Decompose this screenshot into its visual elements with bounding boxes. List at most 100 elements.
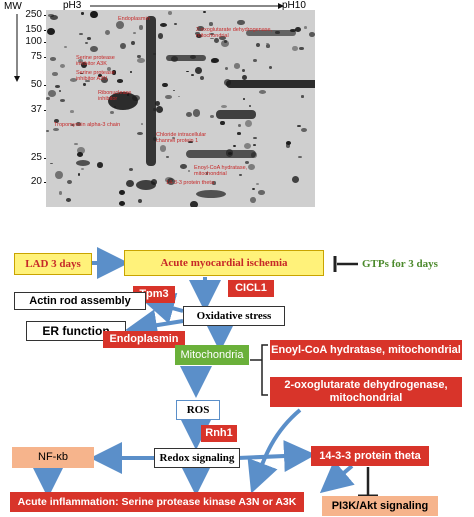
gel-spot [112, 70, 117, 75]
gel-spot [266, 44, 271, 48]
gel-spot [152, 136, 158, 142]
ph-arrow [90, 3, 284, 9]
gel-spot [80, 72, 83, 75]
gel-spot [242, 98, 245, 100]
ph-right-label: pH10 [282, 0, 306, 11]
gel-spot-label: Chloride intracellular channel protein 1 [156, 132, 207, 144]
gel-spot [66, 179, 72, 184]
er-box: ER function [26, 321, 126, 341]
gel-spot [165, 176, 173, 183]
gel-spot [126, 93, 130, 96]
gel-spot [275, 30, 281, 35]
gel-spot [46, 130, 50, 133]
gel-spot [50, 162, 53, 165]
gel-spot [239, 174, 242, 176]
gel-spot [152, 108, 157, 111]
gel-spot [97, 74, 103, 78]
gel-spot [138, 25, 143, 30]
gel-spot [97, 162, 104, 168]
gel-spot [83, 82, 86, 86]
gel-spot [80, 62, 88, 69]
gel-spot [268, 66, 272, 70]
gel-spot [202, 10, 207, 13]
mw-tick-label: 37 [30, 104, 42, 115]
gel-spot [137, 57, 145, 63]
gel-spot [172, 90, 176, 92]
gel-spot [90, 10, 98, 18]
mw-tick-label: 20 [30, 176, 42, 187]
ros-box: ROS [176, 400, 220, 420]
mw-axis-label: MW [4, 1, 22, 12]
gel-spot [257, 189, 266, 195]
gel-spot [65, 197, 71, 202]
gel-spot-label: 14-3-3 protein theta [166, 180, 215, 186]
gel-spot [77, 58, 84, 64]
ischemia-box: Acute myocardial ischemia [124, 250, 324, 276]
pathway-arrows [32, 247, 378, 498]
gel-spot [153, 53, 156, 55]
gel-spot [289, 28, 296, 33]
gel-spot-label: Serine protease inhibitor A3K [76, 55, 115, 67]
gel-spot [224, 78, 232, 86]
gel-spot [173, 22, 178, 25]
gel-spot [90, 45, 98, 52]
gel-spot [131, 40, 136, 46]
gel-spot [101, 76, 108, 83]
lad-box: LAD 3 days [14, 253, 92, 275]
gel-spot [245, 120, 253, 128]
mw-tick-label: 75 [30, 51, 42, 62]
gel-spot [81, 167, 85, 171]
gel-spot [291, 176, 300, 184]
gel-spot [132, 94, 140, 101]
gel-spot [54, 170, 63, 179]
gel-spot [49, 14, 58, 20]
gel-spot-label: Enoyl-CoA hydratase, mitochondrial [194, 165, 248, 177]
gel-spot [233, 144, 237, 148]
gel-spot [46, 96, 50, 101]
gel-spot [172, 136, 176, 139]
gel-spot-label: Serine protease inhibitor A3N [76, 70, 115, 82]
gel-spot [157, 33, 163, 39]
gel-spot [249, 105, 252, 107]
gel-spot [224, 67, 228, 71]
gel-spot [114, 105, 117, 108]
gel-spot [118, 200, 125, 206]
gel-spot [159, 22, 168, 28]
gel-spot [192, 109, 201, 117]
gel-spot [294, 27, 301, 33]
mw-tick-label: 25 [30, 152, 42, 163]
theta-label: 14-3-3 protein theta [311, 446, 429, 466]
gel-spot [159, 145, 167, 152]
gel-spot [59, 191, 63, 195]
gel-spot [170, 55, 179, 62]
gel-spot [212, 181, 216, 185]
gel-spot [292, 45, 299, 52]
gel-spot [194, 32, 200, 36]
gel-spot [126, 180, 135, 188]
gel-spot [187, 140, 193, 144]
gel-spot [76, 152, 83, 157]
gel-spot [165, 94, 173, 100]
gel-spot [300, 95, 305, 98]
gel-spot [185, 70, 190, 73]
gel-spot [59, 63, 65, 68]
gel-spot [221, 104, 227, 108]
gel-spot [48, 90, 56, 97]
gel-spot [185, 111, 193, 118]
gel-spot [52, 72, 58, 77]
gel-spot [120, 42, 127, 50]
gel-spot [81, 12, 84, 15]
gel-spot [141, 123, 144, 125]
gel-spot [69, 110, 75, 114]
gel-spot [188, 170, 191, 173]
gel-spot [59, 99, 66, 103]
gel-spot [137, 54, 142, 59]
gel-spot [117, 79, 123, 83]
endoplasmin-label: Endoplasmin [103, 331, 185, 348]
gel-spot [210, 115, 214, 119]
gel-spot [210, 37, 214, 40]
gel-spot [49, 57, 56, 61]
gel-spot [47, 28, 56, 36]
gel-spot [177, 95, 180, 98]
